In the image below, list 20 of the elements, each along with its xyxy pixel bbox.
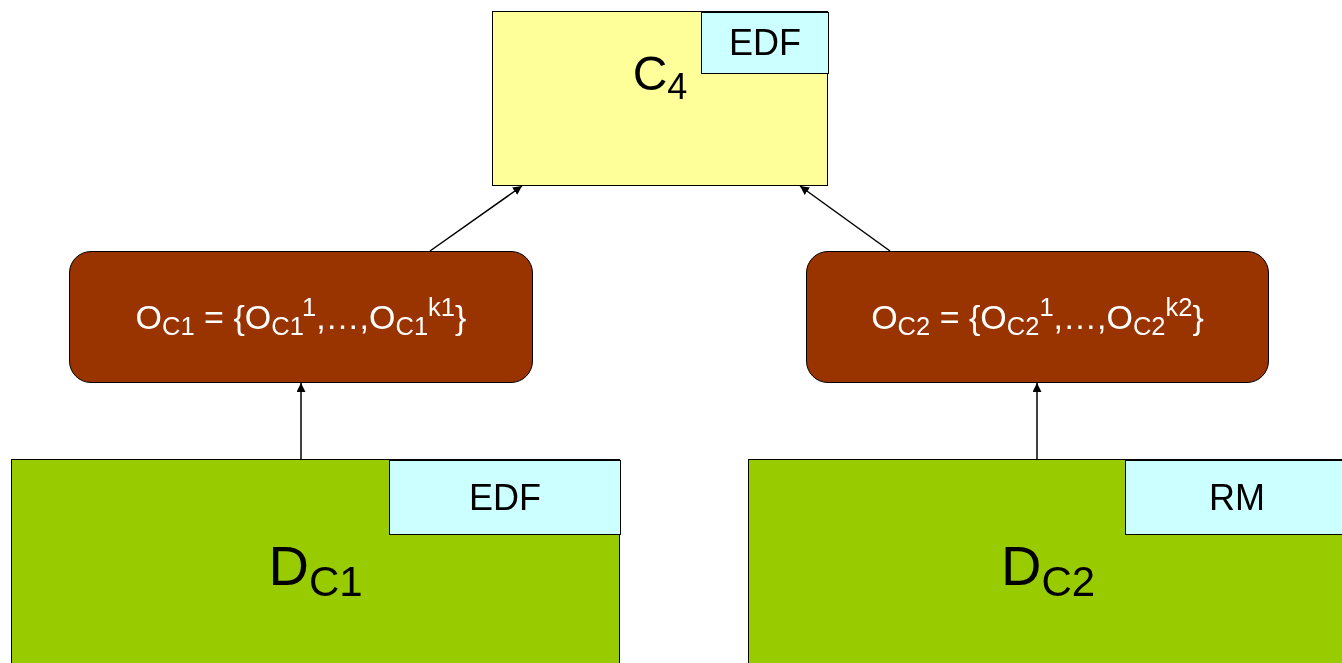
- arrow: [296, 382, 306, 460]
- scheduler-tab: [389, 460, 621, 535]
- arrow: [1032, 382, 1042, 460]
- process-box: [492, 11, 828, 186]
- arrow: [429, 185, 523, 252]
- process-box: [11, 459, 620, 663]
- rounded-box: [69, 251, 533, 383]
- arrow: [799, 185, 891, 252]
- node-label: EDF: [729, 25, 801, 61]
- process-box: [748, 459, 1342, 663]
- node-label: EDF: [469, 479, 541, 516]
- node-label: RM: [1209, 479, 1265, 516]
- node-label: D$_{C2}$: [999, 538, 1097, 594]
- node-label: D$_{C1}$: [267, 538, 364, 594]
- rounded-box: [806, 251, 1269, 383]
- scheduler-tab: [1125, 460, 1342, 535]
- node-label: C$_{4}$: [631, 50, 689, 98]
- scheduler-tab: [701, 12, 829, 74]
- node-label: O$_{C1}$ = {O$_{C1}$$^{1}$,…,O$_{C1}$$^{k1}$}: [135, 291, 467, 342]
- node-label: O$_{C2}$ = {O$_{C2}$$^{1}$,…,O$_{C2}$$^{k2}$}: [871, 291, 1204, 342]
